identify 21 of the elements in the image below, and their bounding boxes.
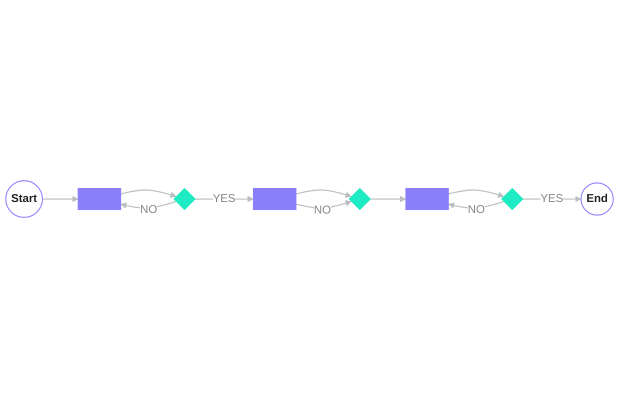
node-box <box>78 188 122 210</box>
node-circle: End <box>580 182 614 216</box>
arrow <box>522 196 582 202</box>
node-circle: Start <box>5 180 43 218</box>
edge-label: YES <box>540 192 564 205</box>
node-box <box>252 188 296 210</box>
node-diamond <box>348 188 371 210</box>
arrow <box>194 196 254 202</box>
arrow <box>448 190 504 198</box>
arrow <box>296 190 352 198</box>
edge-label: NO <box>314 204 331 216</box>
arrow <box>120 190 176 198</box>
node-diamond <box>173 188 196 210</box>
arrow <box>448 201 504 209</box>
edge-label: NO <box>468 204 485 216</box>
edge-label: NO <box>140 204 158 216</box>
node-box <box>405 188 449 210</box>
arrow <box>42 196 78 202</box>
arrow <box>370 196 406 202</box>
node-diamond <box>501 188 524 210</box>
edge-label: YES <box>212 192 236 205</box>
